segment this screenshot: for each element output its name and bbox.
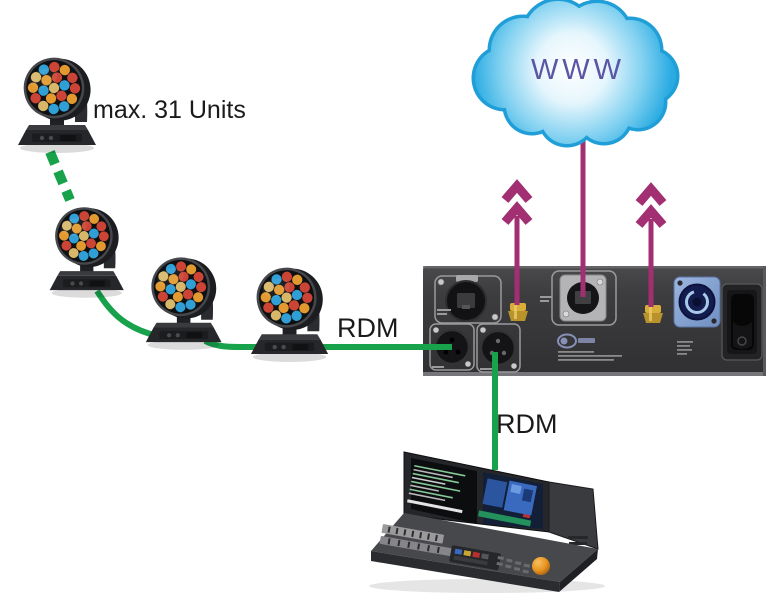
- powercon-inlet: [673, 276, 721, 328]
- moving-head-fixture-1: [16, 49, 99, 155]
- console-fader-bank: [379, 524, 452, 557]
- cable-fixtures-to-panel: [203, 338, 452, 350]
- console-right-screen-content: [478, 478, 538, 527]
- www-cloud: [471, 0, 680, 148]
- wireless-up-arrow-left: [501, 179, 533, 305]
- cable-chain-continues-dashed: [45, 150, 75, 202]
- console-trackball: [532, 557, 550, 575]
- wireless-links: [501, 120, 667, 307]
- device-rear-panel: [423, 266, 766, 376]
- antenna-left: [508, 303, 528, 321]
- brand-logo: [557, 333, 622, 361]
- console-programmer-keys: [449, 545, 501, 571]
- ethercon-port-b: [540, 270, 617, 326]
- console-left-screen-rows: [407, 464, 466, 514]
- max-units-label: max. 31 Units: [93, 96, 246, 124]
- lighting-console: [369, 451, 605, 593]
- ethercon-port-a: [434, 275, 502, 324]
- moving-head-fixture-2: [48, 199, 127, 299]
- wireless-up-arrow-right: [635, 182, 667, 307]
- cloud-fill: [475, 1, 676, 144]
- antenna-right: [643, 305, 663, 323]
- www-label: WWW: [530, 54, 626, 86]
- moving-head-fixture-3: [144, 249, 224, 352]
- power-switch: [677, 283, 763, 361]
- rdm-fixtures-label: RDM: [337, 313, 399, 343]
- cable-fixture2-to-fixture3: [94, 289, 159, 339]
- moving-head-fixture-4: [249, 259, 331, 364]
- rdm-console-label: RDM: [496, 409, 558, 439]
